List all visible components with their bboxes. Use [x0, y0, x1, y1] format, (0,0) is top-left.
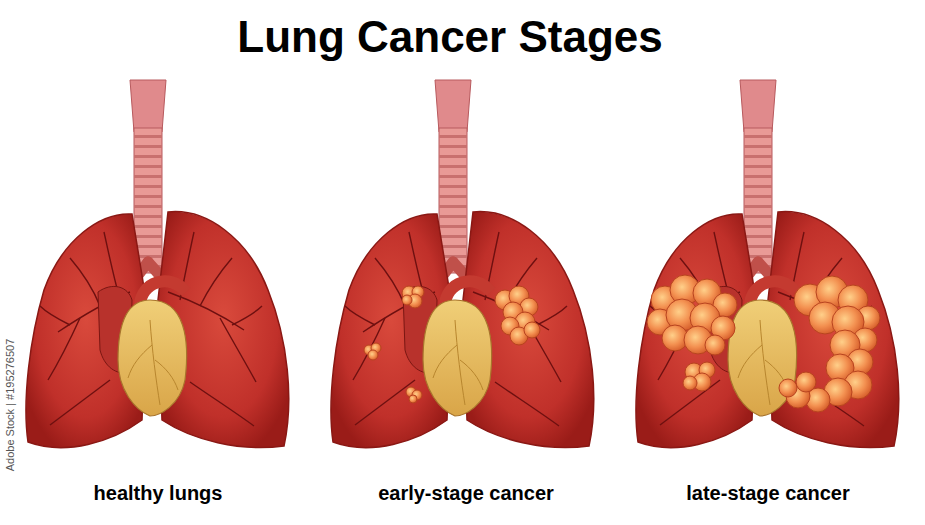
early-tumors [364, 286, 540, 403]
early-stage-figure [331, 80, 594, 448]
watermark: Adobe Stock | #195276507 [4, 337, 16, 474]
late-stage-figure [636, 80, 899, 448]
stage-caption: early-stage cancer [378, 482, 554, 505]
healthy-lungs-figure [26, 80, 289, 448]
late-tumors [647, 275, 880, 412]
stage-caption: late-stage cancer [686, 482, 849, 505]
stage-caption: healthy lungs [94, 482, 223, 505]
diagram-title: Lung Cancer Stages [237, 12, 662, 62]
